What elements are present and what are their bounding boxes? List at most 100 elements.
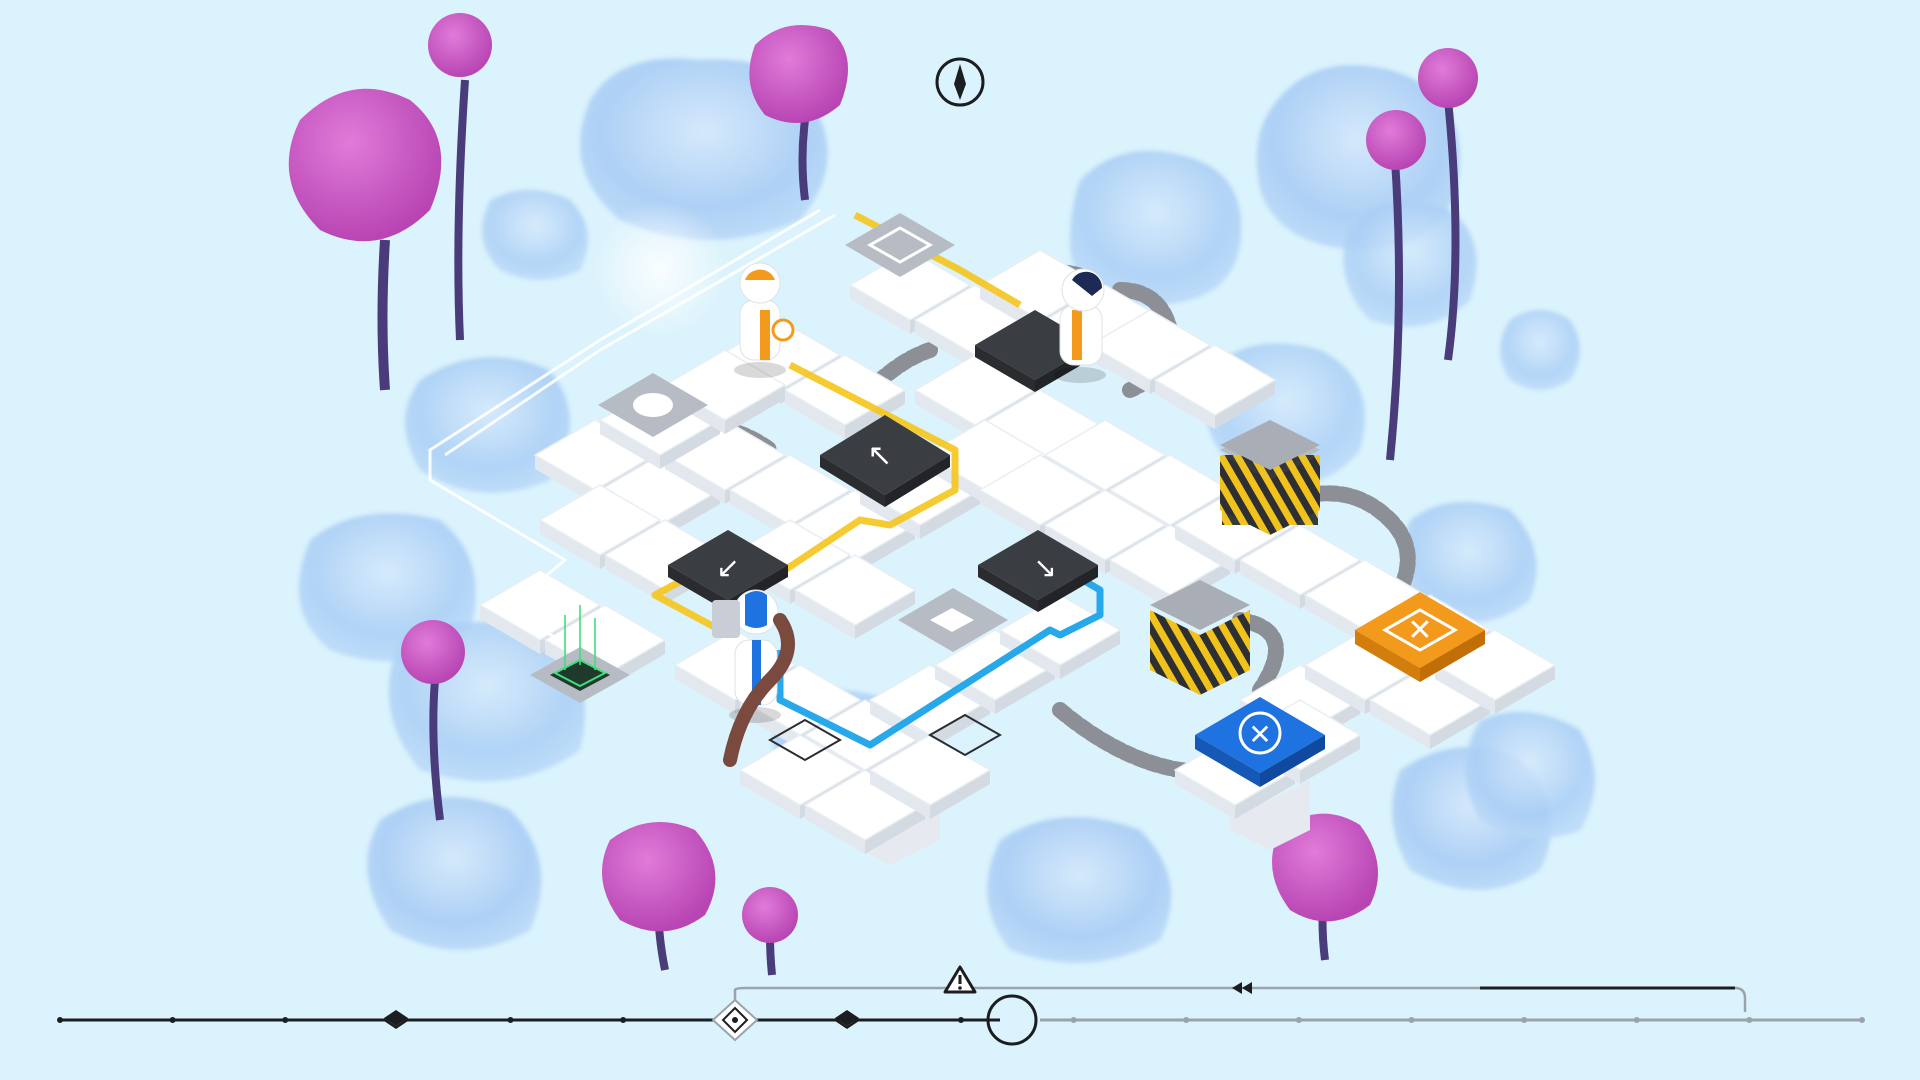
timeline-step-dot[interactable] xyxy=(1859,1017,1865,1023)
floor-tile[interactable] xyxy=(793,554,917,626)
teleporter-pad[interactable] xyxy=(530,605,630,703)
floor-tile[interactable] xyxy=(538,484,662,556)
tile-side xyxy=(1370,700,1430,749)
tile-side xyxy=(1430,700,1490,749)
outline-marker xyxy=(767,713,1003,762)
tree xyxy=(288,88,442,391)
tile-side xyxy=(1495,665,1555,714)
tile-side xyxy=(785,390,845,439)
tile-side xyxy=(1435,665,1495,714)
tree-layer xyxy=(288,13,1478,976)
tile-side xyxy=(605,555,665,604)
arrow-tile-up[interactable]: ↖ xyxy=(820,415,950,507)
tree xyxy=(749,25,848,201)
tile-side xyxy=(1240,560,1300,609)
floor-tile[interactable] xyxy=(478,569,602,641)
floor-tile[interactable] xyxy=(1088,309,1212,381)
timeline-step-dot[interactable] xyxy=(169,1017,176,1023)
diamond-icon[interactable] xyxy=(835,1010,859,1029)
tree xyxy=(602,822,716,971)
tile-side xyxy=(1090,345,1150,394)
blue-astronaut[interactable] xyxy=(712,589,795,767)
tile-side xyxy=(935,665,995,714)
tile-side xyxy=(535,455,595,504)
tile-side xyxy=(600,420,660,469)
timeline-step-dot[interactable] xyxy=(1633,1017,1640,1023)
timeline-step-dot[interactable] xyxy=(507,1017,514,1023)
cloud xyxy=(1465,712,1595,838)
tile-side xyxy=(845,390,905,439)
compass-icon[interactable] xyxy=(935,57,985,107)
cage-block xyxy=(1150,580,1250,695)
tree xyxy=(401,620,465,821)
tree xyxy=(428,13,492,341)
tile-side xyxy=(1110,560,1170,609)
tile-side xyxy=(675,665,735,714)
rewind-icon[interactable] xyxy=(1232,982,1252,994)
floor-tile[interactable] xyxy=(1153,344,1277,416)
floor-tile[interactable] xyxy=(728,454,852,526)
orange-astronaut-top[interactable] xyxy=(734,262,795,378)
timeline-step-dot[interactable] xyxy=(1408,1017,1415,1023)
timeline-step-dot[interactable] xyxy=(1070,1017,1077,1023)
navy-astronaut[interactable] xyxy=(1054,268,1106,383)
floor-tile[interactable] xyxy=(1043,419,1167,491)
tile-side xyxy=(1155,380,1215,429)
timeline-step-dot[interactable] xyxy=(57,1017,63,1023)
tree xyxy=(742,887,798,976)
cloud xyxy=(482,190,588,280)
tile-side xyxy=(1305,665,1365,714)
tile-side xyxy=(1175,770,1235,819)
tile-side xyxy=(920,490,980,539)
tree xyxy=(1272,813,1378,961)
down-left-arrow-icon: ↙ xyxy=(716,551,739,584)
tile-side xyxy=(915,390,975,439)
tile-side xyxy=(1000,630,1060,679)
close-icon: ✕ xyxy=(1407,613,1432,648)
cloud xyxy=(367,797,542,950)
pressure-plate-middle[interactable] xyxy=(898,588,1008,652)
cloud xyxy=(1500,310,1580,390)
diamond-icon[interactable] xyxy=(384,1010,408,1029)
tile-side xyxy=(980,490,1040,539)
tile-side xyxy=(540,520,600,569)
tile-side xyxy=(480,605,540,654)
warning-icon[interactable] xyxy=(943,965,977,994)
tile-side xyxy=(1060,630,1120,679)
timeline-step-dot[interactable] xyxy=(1183,1017,1190,1023)
down-right-arrow-icon: ↘ xyxy=(1033,551,1056,584)
timeline-step-dot[interactable] xyxy=(1746,1017,1753,1023)
timeline[interactable] xyxy=(57,965,1865,1046)
timeline-step-dot[interactable] xyxy=(1521,1017,1528,1023)
close-icon: ✕ xyxy=(1248,718,1271,751)
pressure-plate-left[interactable] xyxy=(598,373,708,437)
tile-side xyxy=(1300,735,1360,784)
timeline-cursor[interactable] xyxy=(986,994,1038,1046)
tile-side xyxy=(850,285,910,334)
timeline-step-dot[interactable] xyxy=(1295,1017,1302,1023)
cloud xyxy=(1402,502,1537,623)
tile-side xyxy=(855,590,915,639)
pressure-plate-top[interactable] xyxy=(845,213,955,277)
timeline-step-dot[interactable] xyxy=(620,1017,627,1023)
arrow-tile-down-right[interactable]: ↘ xyxy=(978,530,1098,612)
floor-tile[interactable] xyxy=(978,454,1102,526)
tile-side xyxy=(1215,380,1275,429)
blue-goal-tile[interactable]: ✕ xyxy=(1195,697,1325,787)
floor-tile[interactable] xyxy=(1238,524,1362,596)
tile-side xyxy=(915,320,975,369)
tile-side xyxy=(865,805,925,854)
up-arrow-icon: ↖ xyxy=(867,438,892,473)
tile-side xyxy=(855,525,915,574)
orange-goal-tile[interactable]: ✕ xyxy=(1355,592,1485,682)
tile-side xyxy=(795,590,855,639)
tile-side xyxy=(860,490,920,539)
blue-path xyxy=(776,551,1104,749)
timeline-step-dot[interactable] xyxy=(958,1017,964,1023)
tile-side xyxy=(995,665,1055,714)
light-glow xyxy=(590,200,730,340)
target-diamond-icon[interactable] xyxy=(711,998,759,1042)
timeline-step-dot[interactable] xyxy=(282,1017,289,1023)
floor-tile[interactable] xyxy=(1043,489,1167,561)
